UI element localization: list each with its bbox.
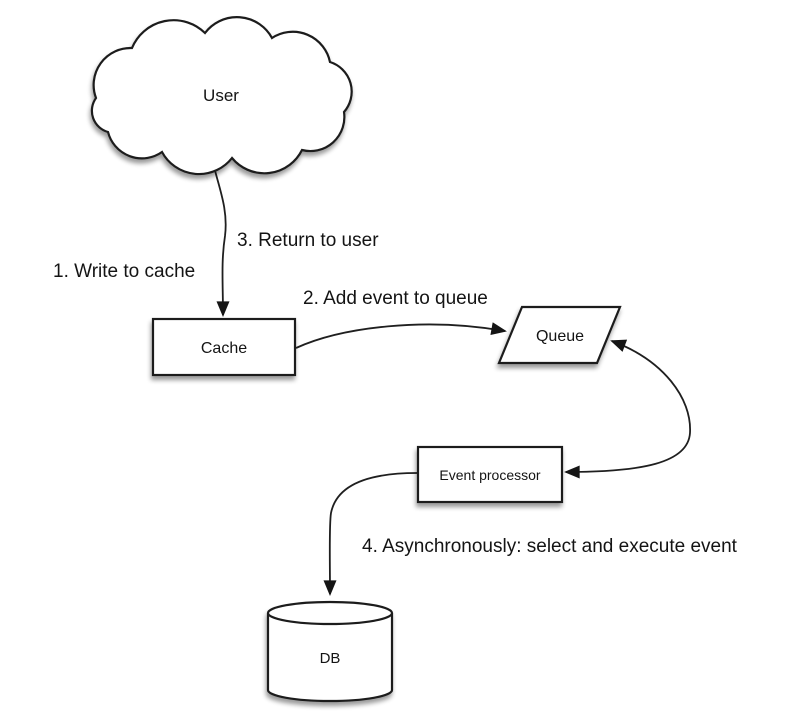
db-shape — [266, 600, 394, 703]
db-cylinder-body — [266, 613, 394, 703]
edges-layer — [209, 147, 691, 596]
cloud-shape — [90, 16, 353, 176]
user-cloud-node: User — [90, 16, 353, 176]
cache-label: Cache — [201, 340, 247, 357]
db-node: DB — [266, 600, 394, 703]
arrow-queue-event-processor-bidirectional — [564, 339, 691, 479]
label-step-1-write-to-cache: 1. Write to cache — [53, 261, 195, 282]
queue-node: Queue — [497, 305, 622, 365]
queue-label: Queue — [536, 328, 584, 345]
label-step-4-asynchronously: 4. Asynchronously: select and execute ev… — [362, 536, 738, 557]
db-cylinder-top — [266, 600, 394, 626]
user-label: User — [203, 86, 239, 105]
cache-shape — [151, 317, 297, 377]
arrow-user-to-cache — [209, 147, 230, 317]
step-labels: 1. Write to cache 3. Return to user 2. A… — [53, 230, 738, 557]
label-step-2-add-event-to-queue: 2. Add event to queue — [303, 288, 488, 309]
event-processor-shape — [416, 445, 564, 504]
event-processor-node: Event processor — [416, 445, 564, 504]
cache-node: Cache — [151, 317, 297, 377]
label-step-3-return-to-user: 3. Return to user — [237, 230, 379, 251]
arrow-cache-to-queue — [295, 322, 507, 349]
event-processor-label: Event processor — [439, 467, 540, 483]
queue-shape — [497, 305, 622, 365]
db-label: DB — [320, 650, 341, 667]
arrow-event-processor-to-db — [323, 472, 418, 596]
